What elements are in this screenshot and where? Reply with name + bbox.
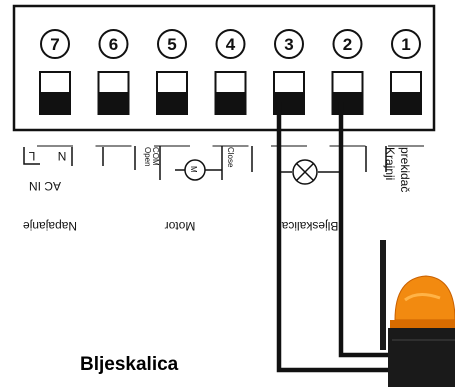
wire-l	[23, 147, 40, 165]
ac-in-label: AC IN	[29, 179, 61, 193]
terminal-1-circle	[391, 29, 421, 59]
wire-terminal-2	[338, 102, 400, 358]
wiring	[23, 146, 387, 180]
terminal-1-screw-fill	[391, 92, 421, 114]
motor-label: Motor	[165, 219, 196, 233]
m-label: M	[189, 166, 198, 173]
terminal-row: 7 6 5 4 3 2 1	[37, 29, 424, 147]
com-label: COM	[151, 147, 160, 166]
terminal-3-number: 3	[284, 35, 293, 54]
l-label: L	[28, 149, 35, 163]
terminal-2-circle	[332, 29, 363, 59]
terminal-4-number: 4	[226, 35, 236, 54]
caption: Bljeskalica	[80, 354, 179, 375]
terminal-6-number: 6	[109, 35, 118, 54]
terminal-5-number: 5	[167, 35, 176, 54]
n-label: N	[58, 149, 67, 163]
terminal-7-number: 7	[50, 35, 59, 54]
flashing-lamp-icon	[388, 275, 455, 387]
open-label: Open	[143, 147, 152, 167]
terminal-3-screw-fill	[274, 92, 304, 114]
wire-terminal-3	[276, 102, 400, 373]
krajnji-label: Krajnji	[383, 147, 397, 180]
terminal-4-circle	[215, 29, 246, 59]
terminal-2-number: 2	[343, 35, 352, 54]
bljeskalica-label: Bljeskalica	[281, 219, 338, 233]
terminal-1-number: 1	[401, 35, 410, 54]
terminal-7-screw-fill	[40, 92, 70, 114]
motor-symbol	[184, 159, 206, 181]
terminal-5-screw-fill	[157, 92, 187, 114]
lamp-cross-icon	[295, 162, 315, 182]
close-label: Close	[226, 147, 235, 168]
terminal-6-screw-fill	[98, 92, 129, 114]
wire-motor	[134, 146, 223, 180]
antenna	[380, 240, 386, 350]
terminal-5-circle	[157, 29, 187, 59]
terminal-6-circle	[98, 29, 129, 59]
napajanje-label: Napajanje	[23, 219, 77, 233]
terminal-7-circle	[40, 29, 70, 59]
terminal-3-circle	[274, 29, 304, 59]
prekidac-label: prekidač	[398, 147, 412, 192]
terminal-2-screw-fill	[332, 92, 363, 114]
terminal-4-screw-fill	[215, 92, 246, 114]
